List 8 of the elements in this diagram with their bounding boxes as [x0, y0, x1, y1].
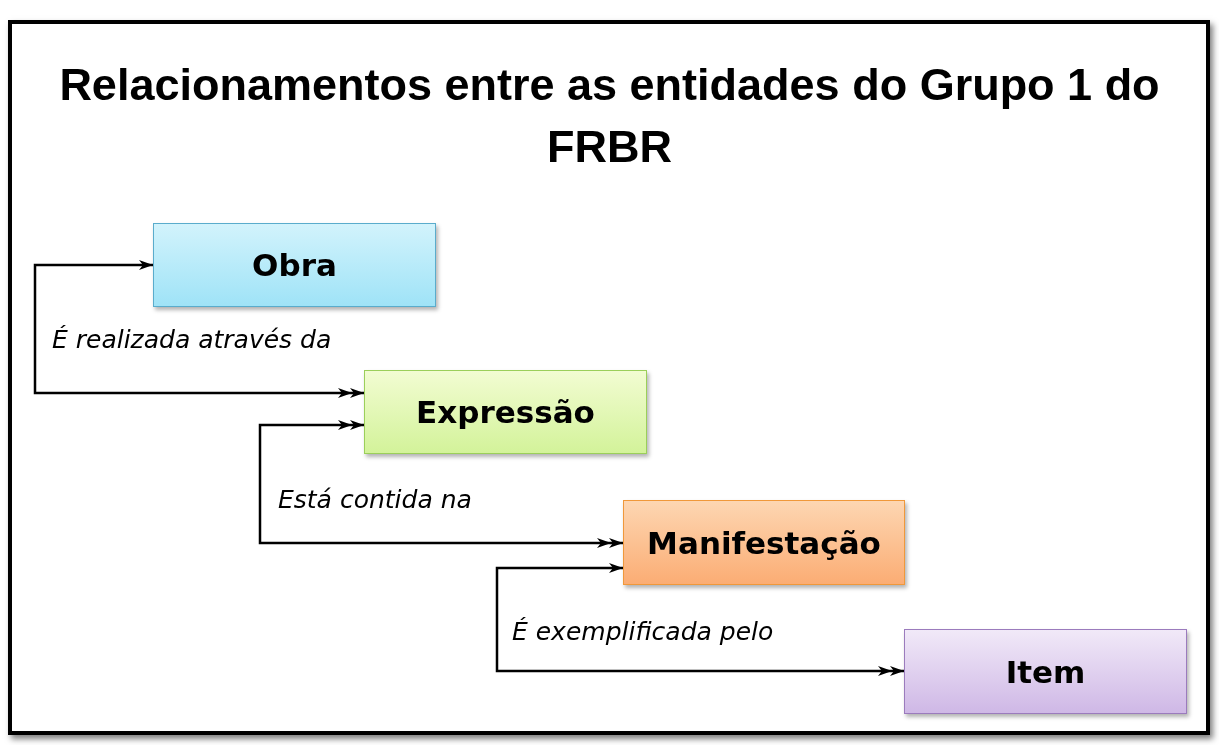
entity-box: Item — [904, 629, 1187, 714]
title: Relacionamentos entre as entidades do Grupo 1 do FRBR — [58, 58, 1161, 174]
entity-box: Expressão — [364, 370, 647, 454]
entity-box: Obra — [153, 223, 436, 307]
edge-label: É exemplificada pelo — [510, 617, 776, 647]
connector-arrow — [33, 260, 364, 398]
connector-arrow — [495, 563, 904, 676]
entity-box: Manifestação — [623, 500, 905, 585]
